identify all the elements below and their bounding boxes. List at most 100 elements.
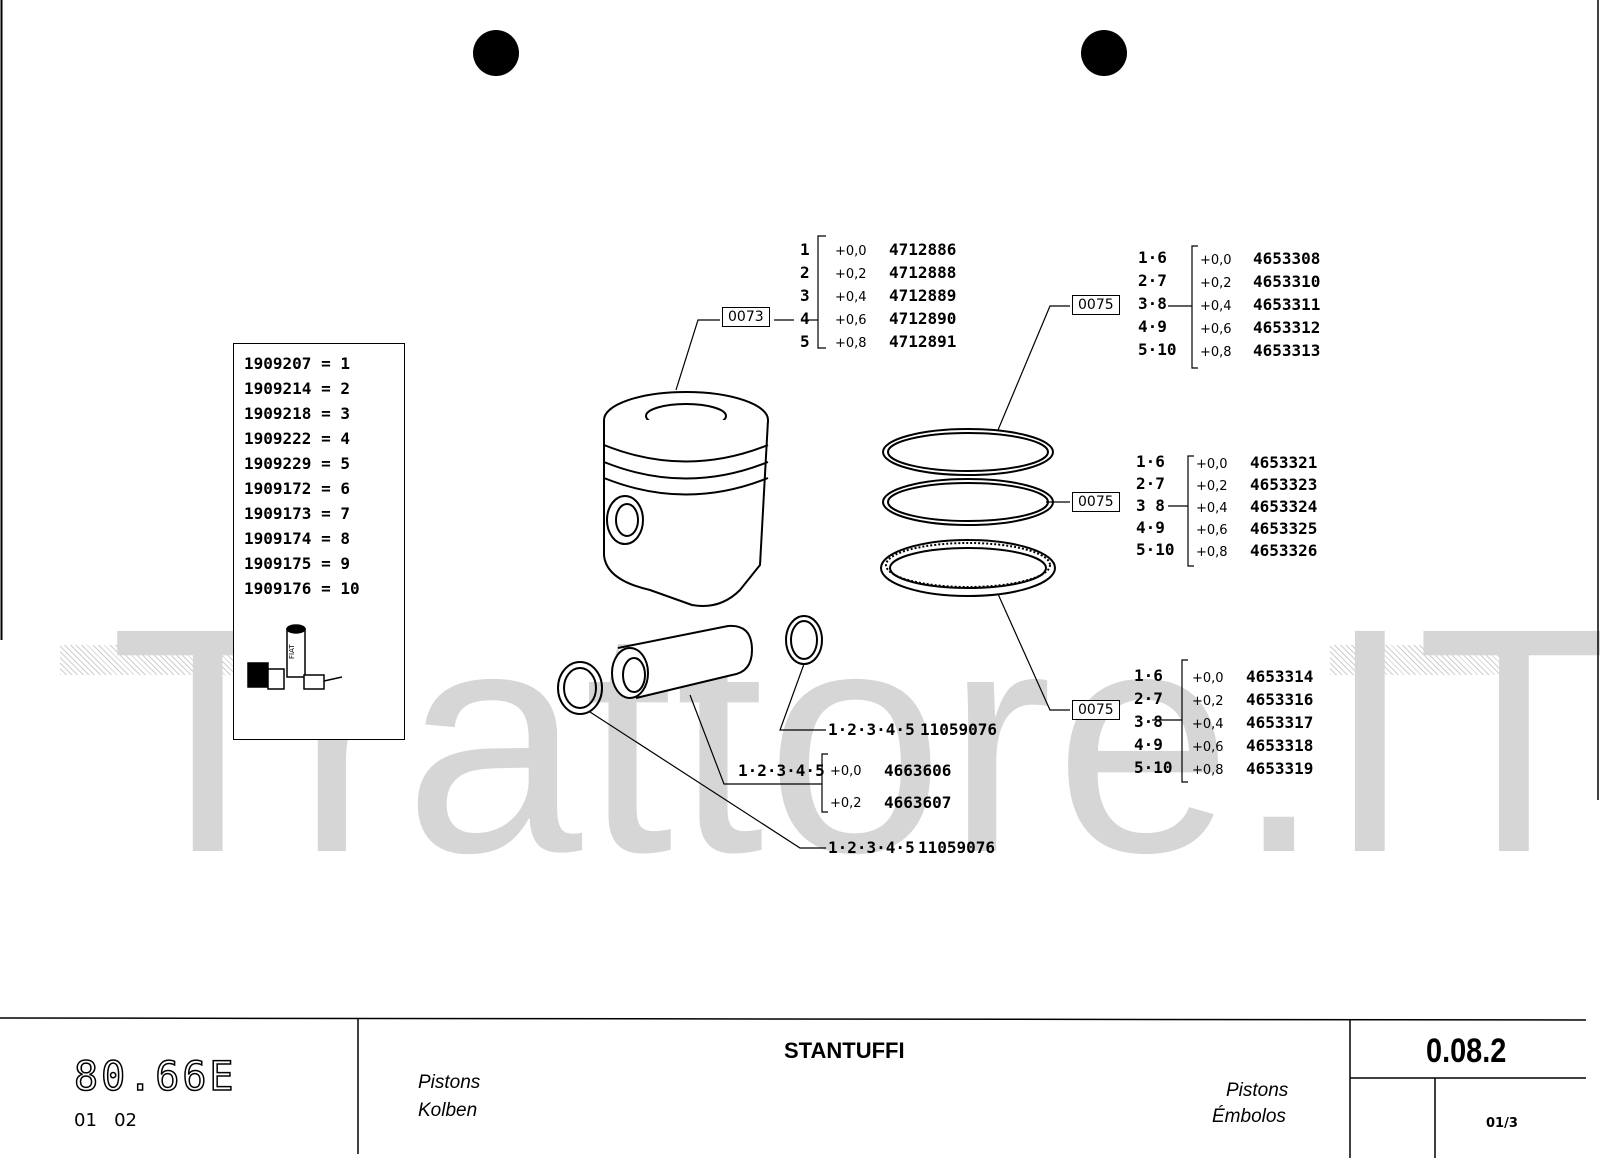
ring-top-row-idx: 4·9 (1138, 317, 1167, 336)
pin-part-number: 4663607 (884, 793, 952, 812)
legend-row: 1909175 = 9 (244, 554, 350, 573)
ring-mid-part-number: 4653325 (1250, 519, 1318, 538)
piston-part-number: 4712886 (889, 240, 957, 259)
ring-top-row-idx: 1·6 (1138, 248, 1167, 267)
ring-bot-row-idx: 4·9 (1134, 735, 1163, 754)
ring-mid-part-number: 4653323 (1250, 475, 1318, 494)
ring-mid-row-idx: 1·6 (1136, 452, 1165, 471)
ring-bot-part-number: 4653319 (1246, 759, 1314, 778)
ring-mid-row-offset: +0,6 (1196, 523, 1228, 538)
ring-mid-row-offset: +0,8 (1196, 545, 1228, 560)
ring-bot-drawing (880, 539, 1056, 597)
pin-idx: 1·2·3·4·5 (738, 761, 825, 780)
piston-row-offset: +0,2 (835, 267, 867, 282)
piston-ref-box: 0073 (722, 307, 770, 327)
ring-top-row-idx: 2·7 (1138, 271, 1167, 290)
ring-top-part-number: 4653308 (1253, 249, 1321, 268)
ring-mid-part-number: 4653321 (1250, 453, 1318, 472)
page-title: STANTUFFI (784, 1038, 905, 1063)
ring-bot-row-idx: 2·7 (1134, 689, 1163, 708)
piston-row-idx: 5 (800, 332, 810, 351)
ring-bot-row-offset: +0,2 (1192, 694, 1224, 709)
circlip-bot-idx: 1·2·3·4·5 (828, 838, 915, 857)
fiat-logo-text: FIAT (288, 644, 296, 659)
piston-row-offset: +0,4 (835, 290, 867, 305)
ring-bot-row-idx: 5·10 (1134, 758, 1173, 777)
piston-part-number: 4712890 (889, 309, 957, 328)
piston-row-offset: +0,8 (835, 336, 867, 351)
ring-mid-row-idx: 5·10 (1136, 540, 1175, 559)
watermark-band-right (1330, 645, 1505, 675)
ring-top-part-number: 4653313 (1253, 341, 1321, 360)
legend-row: 1909172 = 6 (244, 479, 350, 498)
legend-row: 1909207 = 1 (244, 354, 350, 373)
piston-row-idx: 3 (800, 286, 810, 305)
ring-bot-part-number: 4653318 (1246, 736, 1314, 755)
model-logo: 80.66E (73, 1053, 237, 1101)
ring-top-part-number: 4653311 (1253, 295, 1321, 314)
ring-top-part-number: 4653310 (1253, 272, 1321, 291)
circlip-top-part-number: 11059076 (920, 720, 998, 739)
piston-row-offset: +0,6 (835, 313, 867, 328)
watermark-band-left (60, 645, 240, 675)
binding-hole-left (473, 30, 519, 76)
ring-top-drawing (882, 428, 1054, 476)
ring-bot-row-idx: 3·8 (1134, 712, 1163, 731)
ring-mid-part-number: 4653326 (1250, 541, 1318, 560)
pin-part-number: 4663606 (884, 761, 952, 780)
legend-row: 1909176 = 10 (244, 579, 360, 598)
circlip-top-idx: 1·2·3·4·5 (828, 720, 915, 739)
ring-mid-row-idx: 4·9 (1136, 518, 1165, 537)
piston-row-offset: +0,0 (835, 244, 867, 259)
piston-row-idx: 2 (800, 263, 810, 282)
legend-row: 1909222 = 4 (244, 429, 350, 448)
ring-top-row-offset: +0,2 (1200, 276, 1232, 291)
ring-mid-part-number: 4653324 (1250, 497, 1318, 516)
pin-row-offset: +0,2 (830, 796, 862, 811)
model-sub: 01 02 (74, 1110, 137, 1131)
page-sub: 01/3 (1486, 1116, 1518, 1131)
ring-top-row-offset: +0,6 (1200, 322, 1232, 337)
piston-pin-drawing (611, 624, 754, 699)
ring-top-ref-box: 0075 (1072, 295, 1120, 315)
ring-bot-row-offset: +0,0 (1192, 671, 1224, 686)
ring-bot-part-number: 4653317 (1246, 713, 1314, 732)
binding-hole-right (1081, 30, 1127, 76)
ring-top-row-offset: +0,0 (1200, 253, 1232, 268)
title-es: Émbolos (1212, 1106, 1286, 1127)
legend-row: 1909218 = 3 (244, 404, 350, 423)
legend-row: 1909229 = 5 (244, 454, 350, 473)
piston-row-idx: 1 (800, 240, 810, 259)
ring-bot-ref-box: 0075 (1072, 700, 1120, 720)
pin-row-offset: +0,0 (830, 764, 862, 779)
ring-mid-row-idx: 3 8 (1136, 496, 1165, 515)
ring-top-row-offset: +0,8 (1200, 345, 1232, 360)
title-fr: Pistons (1226, 1080, 1289, 1101)
legend-box: 1909207 = 1 1909214 = 2 1909218 = 3 1909… (233, 343, 405, 740)
ring-mid-row-offset: +0,4 (1196, 501, 1228, 516)
piston-part-number: 4712888 (889, 263, 957, 282)
page-code: 0.08.2 (1426, 1032, 1507, 1070)
ring-top-row-idx: 3·8 (1138, 294, 1167, 313)
ring-bot-part-number: 4653316 (1246, 690, 1314, 709)
ring-bot-row-offset: +0,8 (1192, 763, 1224, 778)
ring-bot-row-offset: +0,4 (1192, 717, 1224, 732)
legend-row: 1909174 = 8 (244, 529, 350, 548)
piston-part-number: 4712889 (889, 286, 957, 305)
title-en: Pistons (418, 1072, 481, 1093)
legend-row: 1909173 = 7 (244, 504, 350, 523)
piston-drawing (603, 391, 769, 607)
ring-bot-part-number: 4653314 (1246, 667, 1314, 686)
piston-row-idx: 4 (800, 309, 810, 328)
circlip-bot-part-number: 11059076 (918, 838, 996, 857)
ring-mid-row-offset: +0,0 (1196, 457, 1228, 472)
ring-bot-row-idx: 1·6 (1134, 666, 1163, 685)
ring-mid-drawing (882, 478, 1054, 526)
ring-top-part-number: 4653312 (1253, 318, 1321, 337)
legend-row: 1909214 = 2 (244, 379, 350, 398)
ring-bot-row-offset: +0,6 (1192, 740, 1224, 755)
ring-mid-row-offset: +0,2 (1196, 479, 1228, 494)
ring-top-row-idx: 5·10 (1138, 340, 1177, 359)
piston-part-number: 4712891 (889, 332, 957, 351)
